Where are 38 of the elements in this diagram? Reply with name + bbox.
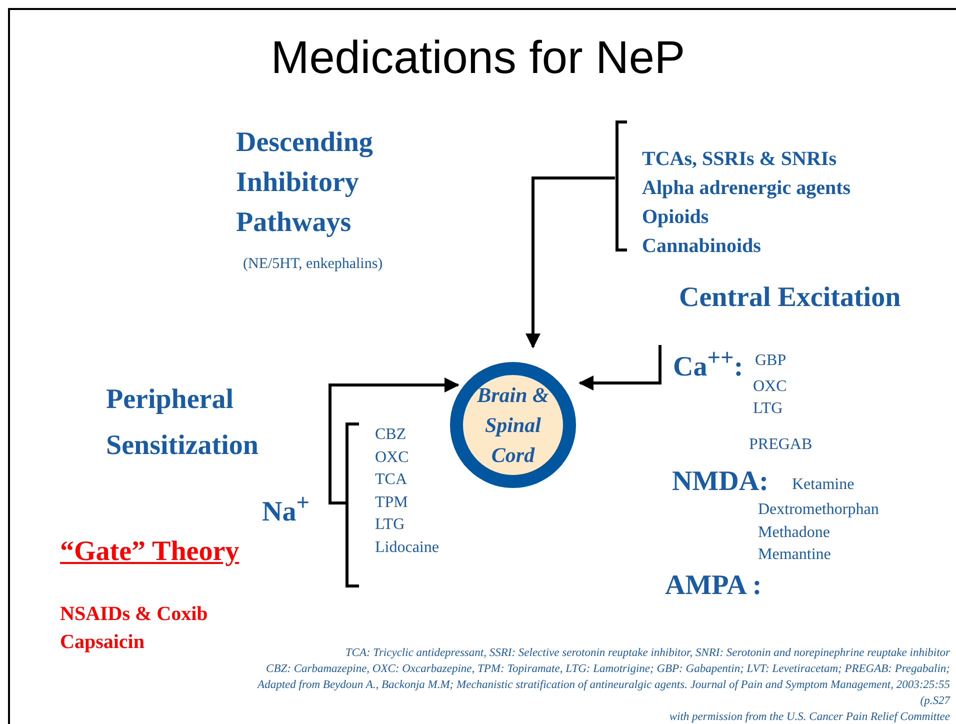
drug-name: Ketamine [792, 475, 854, 495]
drug-name: LTG [753, 399, 783, 419]
drug-name: TCA [375, 470, 407, 490]
drug-name: TCAs, SSRIs & SNRIs [642, 147, 837, 172]
footnote: (p.S27 [920, 694, 950, 709]
heading: Peripheral Sensitization [106, 383, 260, 463]
drug-name: CBZ [375, 425, 406, 445]
heading: “Gate” Theory [60, 535, 240, 569]
drug-name: Lidocaine [375, 538, 439, 558]
ion-label: AMPA : [665, 569, 762, 603]
drug-name: PREGAB [749, 435, 812, 455]
footnote: with permission from the U.S. Cancer Pain Relief Committee [669, 710, 950, 724]
arrow [578, 345, 662, 390]
slide-title: Medications for NeP [270, 30, 686, 84]
drug-name: Opioids [642, 205, 709, 230]
heading: Descending Inhibitory Pathways [236, 126, 374, 240]
drug-name: TPM [375, 492, 408, 512]
circle-label: Brain & Spinal Cord [476, 382, 550, 469]
ion-label: Ca$^{++}$: [673, 344, 744, 384]
drug-name: Methadone [758, 523, 830, 543]
drug-list: NSAIDs & Coxib Capsaicin [60, 600, 235, 656]
drug-name: Memantine [758, 545, 831, 565]
arrow [328, 378, 460, 504]
drug-name: OXC [753, 377, 787, 397]
ion-label: Na$^{+}$ [262, 489, 310, 530]
drug-name: OXC [375, 448, 409, 468]
arrow [526, 176, 615, 348]
drug-name: GBP [755, 351, 786, 371]
note: (NE/5HT, enkephalins) [243, 256, 383, 273]
ion-label: NMDA: [672, 465, 768, 499]
footnote: TCA: Tricyclic antidepressant, SSRI: Selective serotonin reuptake inhibitor, SNRI: Serotonin and norepinephrine reuptake inhibitor [345, 646, 950, 661]
footnote: Adapted from Beydoun A., Backonja M.M; Mechanistic stratification of antineuralgic agents. Journal of Pain and Symptom Management, 2003:25:55 [258, 678, 950, 693]
drug-name: Alpha adrenergic agents [642, 176, 851, 201]
heading: Central Excitation [679, 281, 901, 315]
drug-name: Dextromethorphan [758, 500, 879, 520]
footnote: CBZ: Carbamazepine, OXC: Oxcarbazepine, TPM: Topiramate, LTG: Lamotrigine; GBP: Gabapentin; LVT: Levetiracetam; PREGAB: Pregabalin; [266, 662, 950, 677]
drug-name: Cannabinoids [642, 234, 761, 259]
drug-name: LTG [375, 515, 405, 535]
